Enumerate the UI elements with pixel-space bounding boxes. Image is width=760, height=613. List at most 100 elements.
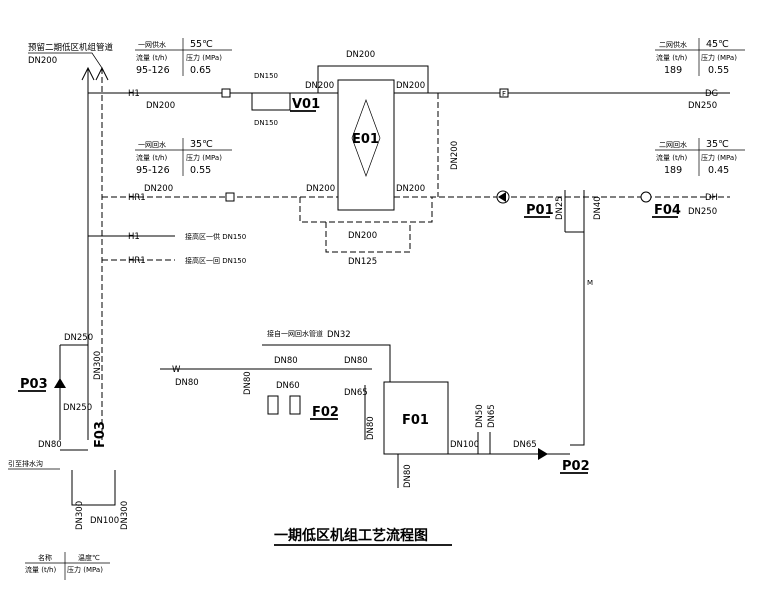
dg-label: DG (705, 89, 718, 99)
riser-top-arrow-2 (95, 66, 109, 81)
hr1-branch-note: 接高区一回 DN150 (185, 256, 246, 265)
v01-label: V01 (292, 97, 320, 112)
makeup-note: 接自一网回水管道 (267, 329, 323, 338)
svg-text:189: 189 (664, 165, 682, 176)
dn-label: DN80 (243, 371, 253, 395)
dn-label: DN150 (254, 119, 278, 127)
svg-text:0.55: 0.55 (708, 65, 729, 76)
svg-text:压力 (MPa): 压力 (MPa) (701, 53, 737, 62)
dn-label: DN200 (396, 81, 425, 91)
dn-label: DN80 (403, 464, 413, 488)
dn-label: DN200 (306, 184, 335, 194)
svg-text:流量 (t/h): 流量 (t/h) (25, 565, 56, 574)
dn-label: DN200 (305, 81, 334, 91)
dn-label: DN65 (487, 404, 497, 428)
makeup-meter-label: M (587, 279, 593, 287)
hr1-label: HR1 (128, 256, 146, 266)
svg-text:流量 (t/h): 流量 (t/h) (136, 53, 167, 62)
f03-label: F03 (93, 421, 108, 448)
f04-label: F04 (654, 203, 681, 218)
w-label: W (172, 365, 181, 375)
riser-top-arrow (81, 66, 95, 81)
reserved-pipe-dn: DN200 (28, 56, 57, 66)
svg-text:0.55: 0.55 (190, 165, 211, 176)
svg-text:95-126: 95-126 (136, 165, 170, 176)
svg-text:压力 (MPa): 压力 (MPa) (67, 565, 103, 574)
reserved-pipe-note: 预留二期低区机组管道 (28, 42, 114, 53)
dn-label: DN80 (366, 416, 376, 440)
p02-pump-icon (538, 448, 548, 460)
dn-label: DN300 (75, 501, 85, 530)
dn-label: DN200 (346, 50, 375, 60)
svg-text:一网回水: 一网回水 (138, 140, 166, 149)
svg-text:压力 (MPa): 压力 (MPa) (701, 153, 737, 162)
e01-label: E01 (352, 132, 379, 147)
e01-dn125-loop (325, 222, 411, 253)
dn-label: DN32 (327, 330, 351, 340)
svg-text:55℃: 55℃ (190, 39, 213, 50)
svg-text:流量 (t/h): 流量 (t/h) (656, 53, 687, 62)
diagram-title: 一期低区机组工艺流程图 (274, 527, 428, 544)
makeup-line (262, 344, 391, 385)
dn-label: DN100 (90, 516, 119, 526)
dn-label: DN200 (450, 141, 460, 170)
dn-label: DN200 (144, 184, 173, 194)
dn-label: DN200 (348, 231, 377, 241)
dn-label: DN80 (344, 356, 368, 366)
info-table-primary-return: 一网回水 35℃ 流量 (t/h) 压力 (MPa) 95-126 0.55 (135, 138, 232, 176)
svg-text:流量 (t/h): 流量 (t/h) (136, 153, 167, 162)
svg-text:二网供水: 二网供水 (659, 40, 687, 49)
svg-text:0.45: 0.45 (708, 165, 729, 176)
dn-label: DN150 (254, 72, 278, 80)
dn-label: DN200 (396, 184, 425, 194)
svg-text:压力 (MPa): 压力 (MPa) (186, 153, 222, 162)
dn-label: DN100 (450, 440, 479, 450)
dn-label: DN250 (63, 403, 92, 413)
dn-label: DN40 (593, 196, 603, 220)
note-leader (28, 52, 103, 69)
svg-text:温度℃: 温度℃ (78, 553, 100, 562)
f02-softener-tank-2 (289, 395, 301, 415)
dn-label: DN60 (276, 381, 300, 391)
svg-text:一网供水: 一网供水 (138, 40, 166, 49)
dn-label: DN80 (38, 440, 62, 450)
dn-label: DN80 (175, 378, 199, 388)
info-table-secondary-supply: 二网供水 45℃ 流量 (t/h) 压力 (MPa) 189 0.55 (655, 38, 745, 76)
dh-label: DH (705, 193, 718, 203)
e01-plate-symbol (351, 98, 381, 178)
svg-text:35℃: 35℃ (706, 139, 729, 150)
dn-label: DN65 (513, 440, 537, 450)
pump-arrow-icon (498, 192, 506, 202)
legend-table: 名称 温度℃ 流量 (t/h) 压力 (MPa) (25, 552, 110, 580)
svg-text:45℃: 45℃ (706, 39, 729, 50)
h1-branch-note: 接高区一供 DN150 (185, 232, 246, 241)
drain-note: 引至排水沟 (8, 459, 43, 468)
filter-icon (221, 88, 231, 98)
hr1-label: HR1 (128, 193, 146, 203)
dn-label: DN300 (93, 351, 103, 380)
p01-label: P01 (526, 203, 554, 218)
dn-label: DN250 (688, 207, 717, 217)
dn-label: DN65 (344, 388, 368, 398)
e01-heat-exchanger (337, 79, 395, 211)
h1-label: H1 (128, 232, 140, 242)
svg-text:压力 (MPa): 压力 (MPa) (186, 53, 222, 62)
f04-meter-icon (640, 191, 652, 203)
dn-label: DN250 (64, 333, 93, 343)
svg-text:流量 (t/h): 流量 (t/h) (656, 153, 687, 162)
flow-meter-icon (499, 88, 509, 98)
dn-label: DN80 (274, 356, 298, 366)
dn-label: DN200 (146, 101, 175, 111)
f02-label: F02 (312, 405, 339, 420)
dn-label: DN250 (688, 101, 717, 111)
info-table-primary-supply: 一网供水 55℃ 流量 (t/h) 压力 (MPa) 95-126 0.65 (135, 38, 232, 76)
filter-icon (225, 192, 235, 202)
bottom-manifold (71, 470, 116, 506)
f01-water-tank (383, 381, 449, 455)
svg-text:0.65: 0.65 (190, 65, 211, 76)
svg-text:名称: 名称 (38, 553, 52, 562)
info-table-secondary-return: 二网回水 35℃ 流量 (t/h) 压力 (MPa) 189 0.45 (655, 138, 745, 176)
svg-text:35℃: 35℃ (190, 139, 213, 150)
